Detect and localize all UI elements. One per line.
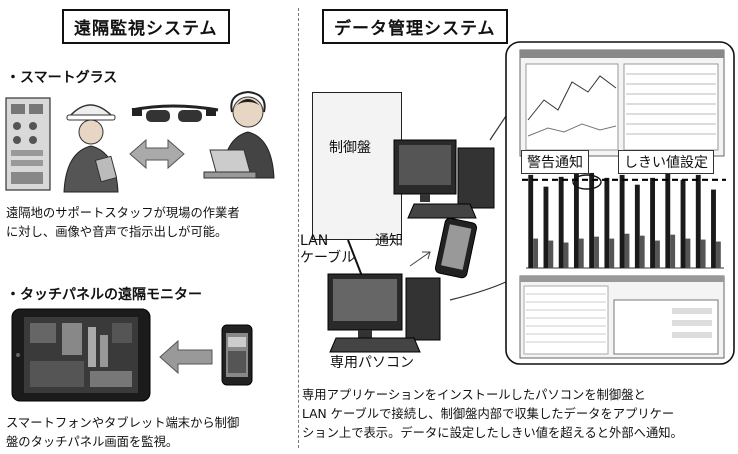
data-desc-line1: 専用アプリケーションをインストールしたパソコンを制御盤と [302, 388, 646, 402]
double-arrow-icon [129, 138, 185, 170]
smartphone-icon [221, 324, 253, 386]
worker-icon [63, 104, 119, 193]
smart-glasses-desc-line2: に対し、画像や音声で指示出しが可能。 [6, 225, 228, 239]
dedicated-pc-label: 専用パソコン [330, 355, 414, 371]
notify-tablet-icon [434, 217, 478, 279]
desktop-pc-icon-bottom [327, 273, 441, 353]
chart-bar-s0-2 [558, 176, 564, 268]
touch-panel-label: ・タッチパネルの遠隔モニター [6, 287, 202, 303]
chart-bar-s1-8 [655, 240, 660, 268]
chart-bar-s0-8 [650, 177, 656, 268]
data-desc-line3: ション上で表示。データに設定したしきい値を超えると外部へ通知。 [302, 426, 683, 440]
chart-bar-s1-10 [685, 238, 691, 268]
chart-bar-s1-12 [715, 241, 721, 268]
chart-bar-s0-7 [634, 184, 640, 268]
chart-bar-s1-6 [624, 233, 630, 268]
chart-bar-s0-1 [543, 186, 549, 268]
control-panel-icon [5, 97, 51, 191]
threshold-setting-callout: しきい値設定 [618, 150, 714, 174]
alert-notify-callout: 警告通知 [521, 150, 589, 174]
data-management-title: データ管理システム [322, 9, 508, 44]
left-arrow-icon [159, 339, 213, 375]
chart-bar-s0-11 [695, 174, 701, 268]
threshold-bar-chart [522, 171, 726, 269]
chart-bar-s0-3 [573, 171, 579, 268]
chart-bar-s0-10 [680, 179, 686, 268]
chart-bar-s1-7 [639, 235, 645, 268]
section-divider [298, 8, 299, 448]
chart-bar-s0-12 [711, 189, 716, 268]
chart-bar-s1-3 [578, 238, 584, 268]
cable-label: ケーブル [300, 250, 356, 266]
lan-label: LAN [300, 233, 329, 249]
chart-bar-s1-1 [548, 240, 554, 268]
chart-bar-s0-5 [604, 177, 610, 268]
touch-panel-desc-line2: 盤のタッチパネル画面を監視。 [6, 435, 179, 449]
touch-panel-desc-line1: スマートフォンやタブレット端末から制御 [6, 416, 240, 430]
touch-panel-description: スマートフォンやタブレット端末から制御 盤のタッチパネル画面を監視。 [6, 414, 239, 452]
lan-cable-label: LAN ケーブル [300, 233, 355, 267]
smart-glasses-label: ・スマートグラス [6, 70, 118, 86]
data-management-description: 専用アプリケーションをインストールしたパソコンを制御盤と LAN ケーブルで接続… [302, 386, 683, 443]
chart-bar-s0-6 [619, 174, 625, 268]
chart-bar-s1-2 [563, 242, 569, 268]
remote-monitoring-title: 遠隔監視システム [62, 9, 230, 44]
smart-glasses-desc-line1: 遠隔地のサポートスタッフが現場の作業者 [6, 206, 240, 220]
alert-highlight-circle [572, 174, 602, 190]
support-staff-icon [203, 90, 275, 179]
chart-bar-s0-0 [528, 174, 534, 268]
chart-bar-s1-0 [533, 238, 539, 268]
tablet-icon [11, 308, 151, 402]
control-panel-label: 制御盤 [329, 140, 371, 156]
chart-bar-s1-9 [670, 234, 676, 268]
chart-bar-s1-11 [700, 239, 706, 268]
chart-bar-s1-4 [594, 236, 599, 268]
smart-glasses-description: 遠隔地のサポートスタッフが現場の作業者 に対し、画像や音声で指示出しが可能。 [6, 204, 240, 242]
chart-bar-s0-4 [589, 172, 595, 268]
app-screenshot-top [519, 49, 725, 157]
chart-bar-s0-9 [665, 172, 671, 268]
smart-glasses-illustration [5, 90, 275, 193]
notify-arrow-icon [409, 251, 431, 267]
touch-panel-illustration [11, 308, 253, 402]
notify-label: 通知 [375, 233, 403, 249]
system-illustration [327, 41, 735, 365]
smart-glasses-icon [131, 104, 219, 122]
desktop-pc-icon-top [393, 139, 495, 219]
app-screenshot-bottom [519, 275, 725, 359]
data-desc-line2: LAN ケーブルで接続し、制御盤内部で収集したデータをアプリケー [302, 407, 675, 421]
chart-bar-s1-5 [609, 238, 615, 268]
